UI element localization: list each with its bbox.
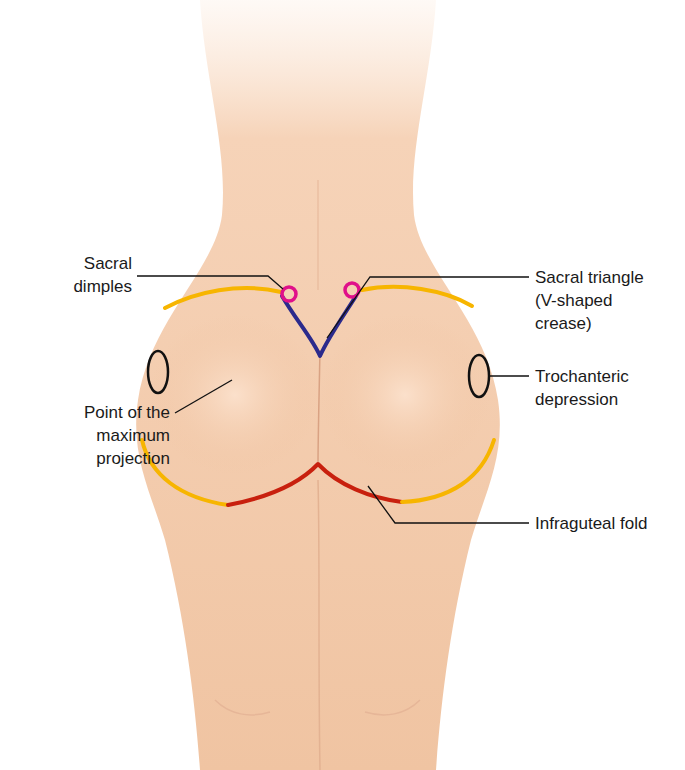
infragluteal-fold xyxy=(228,464,402,505)
knee-shadow xyxy=(215,700,420,715)
trochanteric-depression xyxy=(469,355,489,397)
leader-line xyxy=(368,486,529,523)
part-label: Infraguteal fold xyxy=(535,512,680,535)
upper-contour xyxy=(165,288,281,308)
thigh-crease xyxy=(318,480,320,770)
leader-line xyxy=(175,380,232,413)
trochanteric-depression xyxy=(148,351,168,393)
buttock-highlight xyxy=(320,315,490,475)
part-label: Sacral dimples xyxy=(40,252,132,298)
part-label: Point of the maximum projection xyxy=(50,401,170,470)
buttock-highlight xyxy=(150,315,320,475)
part-label: Trochanteric depression xyxy=(535,365,660,411)
sacral-dimple xyxy=(282,287,296,301)
part-label: Sacral triangle (V-shaped crease) xyxy=(535,266,660,335)
upper-contour xyxy=(362,287,472,306)
leader-line xyxy=(327,277,529,338)
sacral-v-crease xyxy=(282,296,356,356)
body-outline xyxy=(136,0,500,770)
spine-shadow xyxy=(317,180,319,290)
lower-contour xyxy=(402,440,494,502)
leader-line xyxy=(137,276,283,289)
gluteal-cleft xyxy=(318,350,320,465)
leader-line xyxy=(490,375,529,376)
